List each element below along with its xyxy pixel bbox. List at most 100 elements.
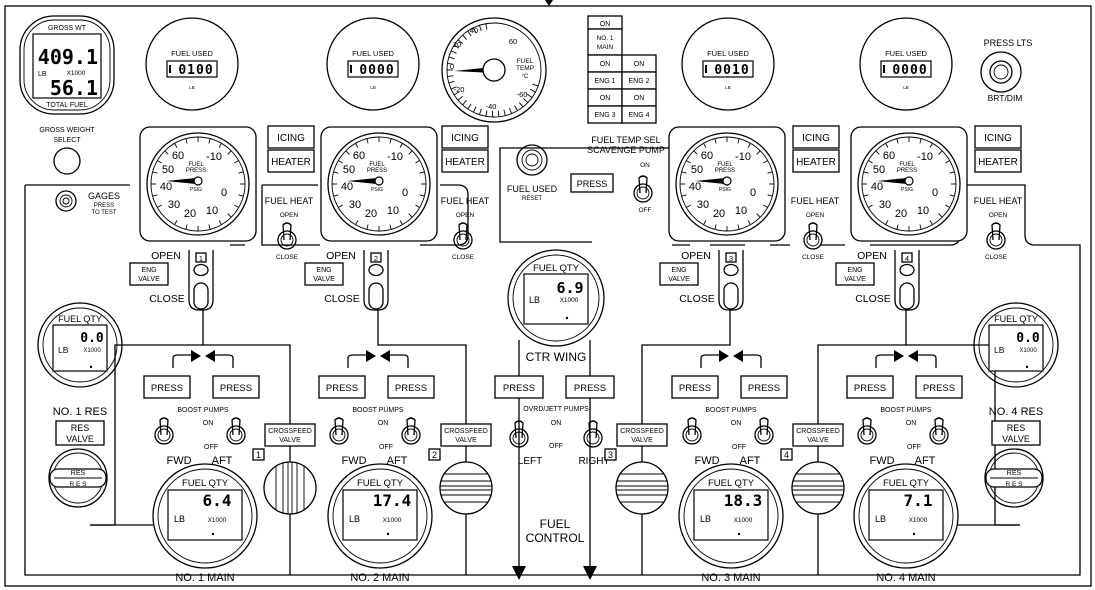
fuel-press-needle (166, 178, 196, 184)
fuel-heat-toggle-1[interactable] (277, 222, 297, 250)
eng-valve-light (193, 263, 209, 277)
press-tick-label: 0 (932, 187, 938, 199)
crossfeed-knob-3[interactable] (615, 461, 669, 515)
scavenge-pump-toggle[interactable] (633, 175, 653, 203)
boost-check-valve-icon (719, 350, 729, 362)
eng-valve-box (304, 262, 344, 286)
temp-tick-mark (467, 30, 472, 37)
res4-fuel-qty-label: FUEL QTY (994, 314, 1038, 324)
heater-label: HEATER (796, 157, 836, 168)
boost-aft-toggle-3[interactable] (754, 417, 774, 445)
boost-fwd-press-text: PRESS (679, 383, 711, 394)
fuel-used-value-1: 0100 (178, 63, 213, 78)
crossfeed-knob-4[interactable] (791, 461, 845, 515)
boost-aft-press-light (740, 375, 788, 399)
press-tick-mark (919, 224, 922, 230)
boost-fwd-toggle-4[interactable] (857, 417, 877, 445)
main-fuel-value: 6.4 (203, 491, 232, 510)
crossfeed-label-2: VALVE (455, 437, 477, 444)
scavenge-pump-label: SCAVENGE PUMP (587, 145, 665, 155)
temp-tick-mark (497, 110, 500, 117)
ovrd-left-toggle[interactable] (509, 420, 529, 448)
press-lts-label: PRESS LTS (984, 38, 1033, 48)
press-tick-mark (686, 204, 691, 208)
press-tick-mark (703, 220, 707, 225)
press-tick-mark (152, 171, 158, 174)
temp-tick-mark (485, 110, 488, 117)
boost-fwd-toggle-3[interactable] (682, 417, 702, 445)
press-tick-mark (157, 160, 162, 164)
press-tick-mark (919, 138, 922, 144)
inner-outline-left (25, 184, 320, 246)
press-tick-mark (338, 204, 343, 208)
press-tick-mark (681, 171, 687, 174)
fuel-used-unit-4: LB (903, 85, 909, 90)
fuel-heat-toggle-4[interactable] (986, 222, 1006, 250)
fuel-heat-toggle-2[interactable] (453, 222, 473, 250)
boost-aft-label: AFT (740, 455, 761, 467)
boost-off: OFF (204, 444, 218, 451)
ovrd-jett-pumps-label: OVRD/JETT PUMPS (523, 406, 589, 413)
crossfeed-knob-2[interactable] (439, 461, 493, 515)
ctr-wing-gauge: FUEL QTY 6.9 LB X1000 (507, 249, 605, 347)
press-tick-mark (896, 138, 899, 144)
gages-test-button[interactable] (55, 190, 77, 212)
gross-weight-select-button[interactable] (53, 147, 81, 175)
eng-valve-number: 2 (374, 254, 378, 263)
press-tick-mark (227, 150, 232, 155)
fuel-used-reset-label: FUEL USED (507, 184, 558, 194)
fuel-heat-toggle-3[interactable] (803, 222, 823, 250)
eng-valve-box (129, 262, 169, 286)
fuel-temp-gauge: 40 20 0 -20 -40 60 -60 FUEL TEMP °C (441, 17, 547, 123)
boost-fwd-toggle-2[interactable] (329, 417, 349, 445)
boost-fwd-toggle-1[interactable] (154, 417, 174, 445)
ovrd-right-toggle[interactable] (583, 420, 603, 448)
boost-check-valve-icon (205, 350, 215, 362)
res-knob-label: RES (71, 470, 86, 477)
fuel-used-reset-button[interactable] (516, 144, 548, 176)
res1-unit: LB (58, 345, 69, 355)
temp-tick-mark (467, 103, 472, 110)
boost-on: ON (378, 420, 389, 427)
eng-valve-handle (193, 282, 209, 310)
press-lts-knob[interactable] (980, 51, 1022, 93)
press-tick-mark (747, 220, 751, 225)
main-fuel-multiplier: X1000 (383, 517, 402, 524)
res-knob-label: RES (1007, 470, 1022, 477)
crossfeed-number: 1 (256, 450, 261, 460)
crossfeed-knob-1[interactable] (263, 461, 317, 515)
fuel-control-arrow-right-icon (583, 566, 597, 580)
fuel-press-hub (374, 176, 384, 186)
press-tick-label: 20 (184, 208, 196, 220)
crossfeed-number-box (252, 448, 265, 461)
eng-valve-label: ENG (316, 267, 331, 274)
ctr-wing-multiplier: X1000 (560, 297, 579, 304)
eng-valve-close: CLOSE (324, 293, 360, 305)
press-tick-mark (949, 171, 955, 174)
temp-tick-mark (532, 83, 539, 87)
ctr-wing-value: 6.9 (556, 279, 583, 297)
gross-wt-title: GROSS WT (48, 25, 87, 32)
press-tick-mark (415, 160, 420, 164)
boost-aft-toggle-4[interactable] (929, 417, 949, 445)
boost-aft-toggle-1[interactable] (226, 417, 246, 445)
eng-valve-open: OPEN (857, 250, 887, 262)
press-tick-mark (238, 194, 244, 197)
press-tick-mark (157, 204, 162, 208)
res1-fuel-qty-label: FUEL QTY (58, 314, 102, 324)
eng-valve-label-2: VALVE (844, 276, 866, 283)
ovrd-on: ON (551, 420, 562, 427)
press-tick-label: 50 (691, 164, 703, 176)
press-tick-label: -10 (917, 151, 933, 163)
icing-label: ICING (277, 133, 305, 144)
res-valve-label: RES (1007, 423, 1026, 433)
temp-tick-mark (448, 80, 455, 84)
boost-aft-toggle-2[interactable] (401, 417, 421, 445)
